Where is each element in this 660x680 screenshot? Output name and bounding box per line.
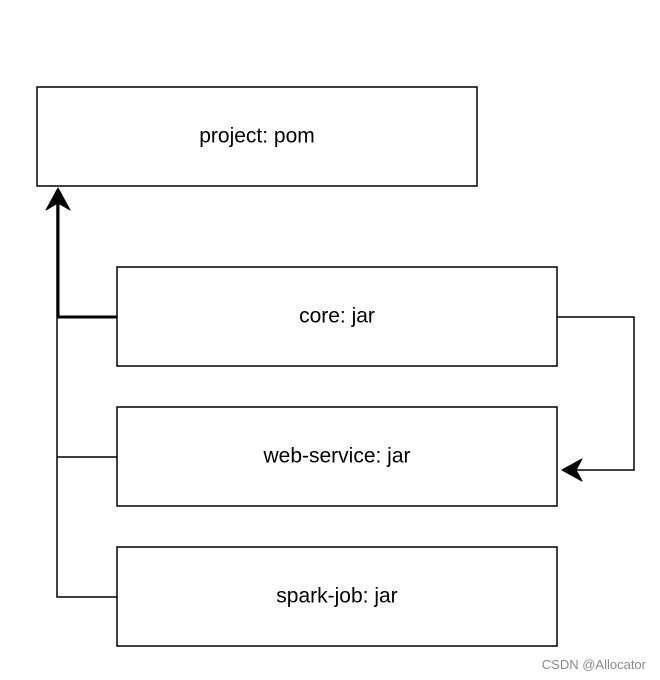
connector-core-to-project bbox=[56, 200, 117, 319]
node-spark-job-label: spark-job: jar bbox=[276, 585, 397, 608]
node-web-service-label: web-service: jar bbox=[262, 445, 410, 468]
node-core: core: jar bbox=[116, 266, 558, 367]
node-spark-job-box bbox=[116, 546, 558, 647]
node-project: project: pom bbox=[36, 86, 478, 187]
node-spark-job: spark-job: jar bbox=[116, 546, 558, 647]
arrow-head-to-project bbox=[45, 187, 71, 211]
node-project-label: project: pom bbox=[199, 125, 315, 148]
node-web-service-box bbox=[116, 406, 558, 507]
connector-spark-job-to-project bbox=[56, 200, 117, 598]
node-core-label: core: jar bbox=[299, 305, 375, 328]
node-web-service: web-service: jar bbox=[116, 406, 558, 507]
arrow-head-to-web-service bbox=[561, 458, 583, 482]
watermark: CSDN @Allocator bbox=[541, 657, 646, 672]
connector-core-to-web-service bbox=[557, 316, 635, 471]
node-project-box bbox=[36, 86, 478, 187]
node-core-box bbox=[116, 266, 558, 367]
